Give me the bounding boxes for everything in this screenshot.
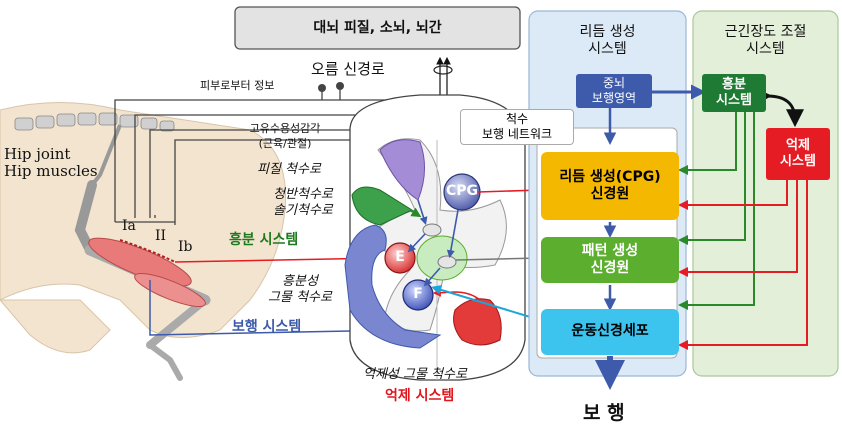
proprioception-label: 고유수용성감각 (근육/관절) bbox=[249, 122, 321, 150]
cpg-box: 리듬 생성(CPG) 신경원 bbox=[541, 152, 679, 220]
fiber-ii-label: II bbox=[155, 228, 167, 244]
e-neuron-label: E bbox=[395, 249, 405, 265]
skin-info-label: 피부로부터 정보 bbox=[200, 79, 275, 92]
corticospinal-tract-shape bbox=[379, 139, 425, 201]
skin-receptor-1 bbox=[318, 84, 326, 92]
pattern-box: 패턴 생성 신경원 bbox=[541, 237, 679, 283]
tone-panel-title: 근긴장도 조절 시스템 bbox=[724, 24, 807, 57]
interneuron-1 bbox=[422, 223, 442, 237]
inhibitory-system-label: 억제 시스템 bbox=[385, 388, 455, 404]
inhibit-box: 억제 시스템 bbox=[766, 128, 830, 180]
hip-muscles-label: Hip muscles bbox=[4, 162, 98, 180]
excitatory-system-label: 흥분 시스템 bbox=[229, 232, 299, 248]
e-neuron bbox=[384, 242, 416, 274]
excite-inhibit-arrow bbox=[753, 87, 804, 128]
excite-lines bbox=[678, 112, 755, 310]
f-neuron-label: F bbox=[413, 286, 423, 302]
hip-joint-label: Hip joint bbox=[4, 145, 71, 163]
cpg-neuron-label: CPG bbox=[445, 183, 479, 199]
motor-neuron-box: 운동신경세포 bbox=[541, 309, 679, 355]
hip-labels: Hip joint Hip muscles bbox=[4, 146, 98, 180]
brain-box bbox=[234, 6, 521, 50]
tone-panel bbox=[692, 10, 839, 377]
rubro-label: 청반척수로 솔기척수로 bbox=[273, 187, 333, 218]
cord-internal-arrows bbox=[407, 199, 481, 301]
excite-box: 흥분 시스템 bbox=[702, 74, 766, 112]
fiber-ib-label: Ib bbox=[178, 239, 193, 255]
locomotor-system-label: 보행 시스템 bbox=[232, 319, 302, 335]
fiber-ia-label: Ia bbox=[122, 218, 136, 234]
ascending-tract-label: 오름 신경로 bbox=[311, 60, 385, 78]
skin-receptor-2 bbox=[336, 82, 344, 90]
thigh-muscles bbox=[88, 237, 206, 308]
inhibit-lines bbox=[678, 180, 808, 350]
inhibitory-reticulo-label: 억제성 그물 척수로 bbox=[363, 367, 467, 382]
brain-box-label: 대뇌 피질, 소뇌, 뇌간 bbox=[313, 20, 442, 36]
spine-vertebrae bbox=[14, 112, 175, 132]
interneuron-2 bbox=[437, 255, 457, 269]
cat-illustration bbox=[0, 102, 287, 381]
excitatory-reticulo-label: 흥분성 그물 척수로 bbox=[268, 274, 332, 305]
walking-label: 보 행 bbox=[583, 402, 625, 424]
rhythm-panel-title: 리듬 생성 시스템 bbox=[579, 24, 636, 57]
corticospinal-label: 피질 척수로 bbox=[257, 162, 321, 177]
spinal-network-label: 척수 보행 네트워크 bbox=[460, 109, 574, 145]
midbrain-box: 중뇌 보행영역 bbox=[576, 74, 652, 108]
reticulospinal-tract-shape bbox=[344, 224, 442, 349]
